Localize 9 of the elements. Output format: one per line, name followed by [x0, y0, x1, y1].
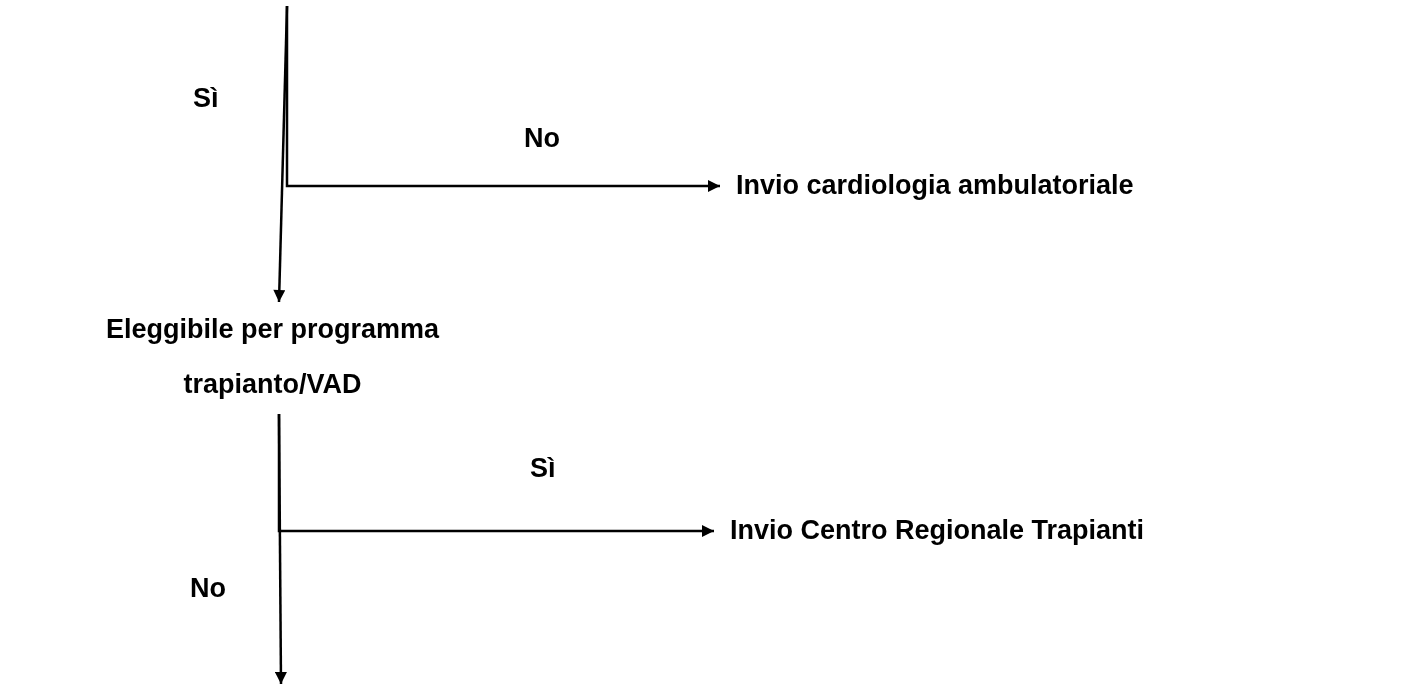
- flow-step-text: Invio cardiologia ambulatoriale: [736, 169, 1134, 202]
- flow-step-text: Eleggibile per programma trapianto/VAD: [104, 313, 441, 401]
- edge-label: Sì: [530, 452, 556, 484]
- flow-step-text: Invio Centro Regionale Trapianti: [730, 514, 1145, 547]
- edge-label: No: [524, 122, 560, 154]
- edge-label: Sì: [193, 82, 219, 114]
- edge-label: No: [190, 572, 226, 604]
- arrow: [274, 414, 287, 684]
- arrow: [285, 6, 720, 192]
